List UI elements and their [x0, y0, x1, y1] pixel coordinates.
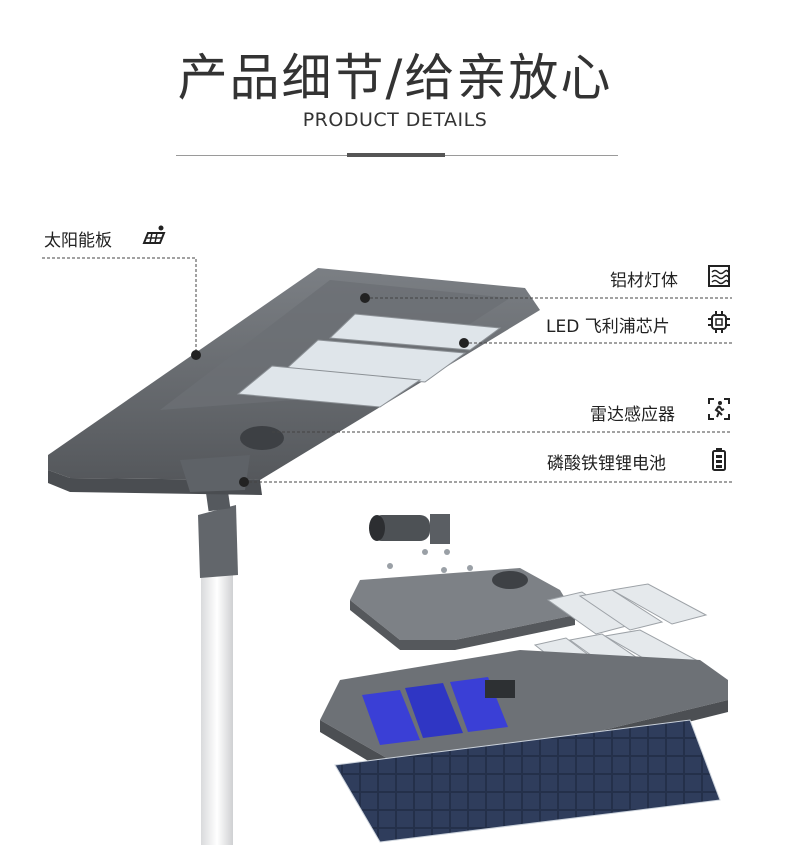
solar-panel-label: 太阳能板: [44, 231, 112, 251]
divider-accent: [347, 153, 445, 157]
callout-lines: [42, 257, 732, 483]
battery-cells: [362, 677, 515, 745]
heat-sink-icon: [708, 265, 730, 287]
lamp-head: [48, 268, 540, 495]
aluminum-body-label: 铝材灯体: [610, 271, 678, 291]
led-chip-label: LED 飞利浦芯片: [546, 317, 670, 337]
page-subtitle: PRODUCT DETAILS: [302, 109, 488, 131]
led-module: [236, 313, 502, 408]
sensor-bracket: [369, 514, 450, 544]
chip-icon: [708, 311, 730, 333]
solar-panel: [334, 719, 721, 843]
light-pole: [198, 458, 238, 845]
battery-label: 磷酸铁锂锂电池: [547, 454, 666, 474]
radar-sensor-label: 雷达感应器: [590, 405, 675, 425]
page-title: 产品细节/给亲放心: [177, 49, 613, 107]
radar-sensor: [240, 426, 284, 450]
battery-icon: [712, 448, 726, 471]
motion-sensor-icon: [708, 398, 730, 420]
exploded-view: [320, 514, 728, 843]
solar-panel-icon: [142, 225, 166, 244]
